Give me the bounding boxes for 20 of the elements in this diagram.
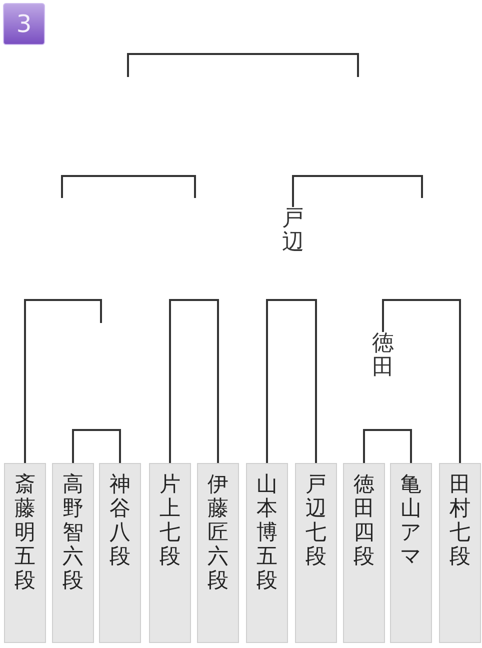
player-box: 伊藤匠六段 [197,463,239,643]
bracket-line [169,299,219,463]
winner-name: 徳田 [371,332,395,380]
player-box: 片上七段 [149,463,191,643]
bracket-line [363,429,412,463]
player-box: 亀山アマ [390,463,432,643]
bracket-line [266,299,317,463]
player-box: 徳田四段 [343,463,385,643]
player-box: 高野智六段 [52,463,94,643]
player-box: 神谷八段 [99,463,141,643]
bracket-line [292,175,423,207]
bracket-line [72,429,121,463]
winner-name: 戸辺 [281,207,305,255]
player-box: 斎藤明五段 [4,463,46,643]
bracket-line [382,299,461,463]
number-badge: 3 [3,3,45,45]
player-box: 山本博五段 [246,463,288,643]
player-box: 戸辺七段 [295,463,337,643]
player-box: 田村七段 [439,463,481,643]
bracket-line [24,299,102,463]
